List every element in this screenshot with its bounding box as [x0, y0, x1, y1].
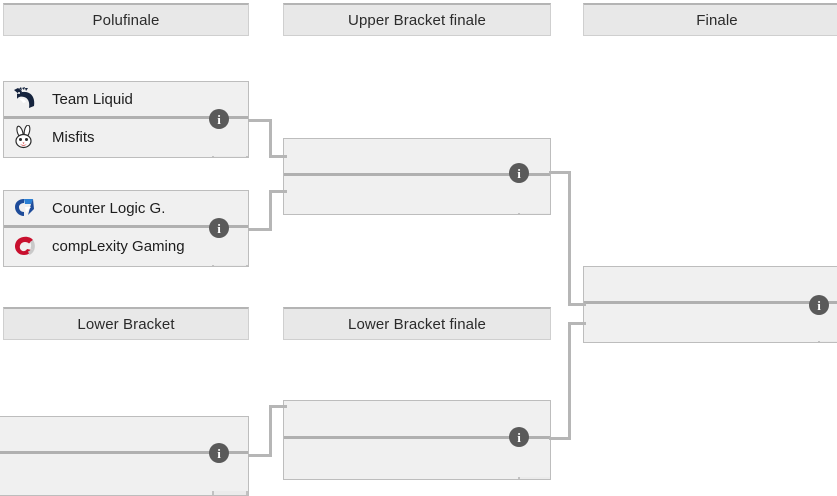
- misfits-logo: [7, 121, 43, 155]
- connector-sf2-out: [248, 228, 272, 231]
- match-row[interactable]: [584, 267, 837, 304]
- connector-sf1-out: [248, 119, 272, 122]
- connector-lbf-out: [549, 437, 571, 440]
- match-row[interactable]: [0, 417, 248, 454]
- connector-lbf-in: [568, 322, 586, 325]
- info-icon-label: i: [217, 445, 221, 461]
- complexity-gaming-logo: [7, 230, 43, 264]
- match-row[interactable]: Misfits: [4, 119, 248, 156]
- match-info-icon[interactable]: i: [209, 109, 229, 129]
- match-semifinal-2[interactable]: Counter Logic G. compLexity Gaming: [3, 190, 249, 267]
- connector-lb-vertical: [269, 405, 272, 457]
- upper-bracket-final-header[interactable]: Upper Bracket finale: [283, 3, 551, 36]
- match-row[interactable]: [584, 304, 837, 341]
- info-icon-label: i: [817, 297, 821, 313]
- team-name: Misfits: [52, 129, 95, 146]
- lower-bracket-header[interactable]: Lower Bracket: [3, 307, 249, 340]
- counter-logic-gaming-logo: [7, 191, 43, 225]
- match-info-icon[interactable]: i: [209, 443, 229, 463]
- connector-lb-out: [248, 454, 272, 457]
- match-row[interactable]: compLexity Gaming: [4, 228, 248, 265]
- connector-lb-in: [269, 405, 287, 408]
- connector-sf2-vertical: [269, 190, 272, 231]
- match-grand-final[interactable]: [583, 266, 837, 343]
- team-name: Team Liquid: [52, 90, 133, 108]
- team-name: Counter Logic G.: [52, 199, 166, 217]
- connector-ubf-out: [549, 171, 571, 174]
- match-info-icon[interactable]: i: [209, 218, 229, 238]
- semifinal-header[interactable]: Polufinale: [3, 3, 249, 36]
- match-info-icon[interactable]: i: [509, 427, 529, 447]
- match-row[interactable]: Team Liquid: [4, 82, 248, 119]
- connector-sf2-in: [269, 190, 287, 193]
- match-info-icon[interactable]: i: [809, 295, 829, 315]
- match-semifinal-1[interactable]: Team Liquid Misfits: [3, 81, 249, 158]
- connector-sf1-vertical: [269, 119, 272, 158]
- connector-ubf-in: [568, 303, 586, 306]
- lower-bracket-final-header[interactable]: Lower Bracket finale: [283, 307, 551, 340]
- lower-bracket-header-label: Lower Bracket: [77, 315, 175, 333]
- connector-lbf-vertical: [568, 322, 571, 440]
- connector-ubf-vertical: [568, 171, 571, 306]
- match-row[interactable]: [284, 176, 550, 213]
- match-lower-bracket-final[interactable]: [283, 400, 551, 480]
- match-row[interactable]: [284, 439, 550, 477]
- lower-bracket-final-header-label: Lower Bracket finale: [348, 315, 486, 333]
- upper-bracket-final-header-label: Upper Bracket finale: [348, 11, 486, 29]
- match-lower-bracket[interactable]: [0, 416, 249, 496]
- connector-sf1-in: [269, 155, 287, 158]
- match-row[interactable]: [284, 139, 550, 176]
- info-icon-label: i: [517, 165, 521, 181]
- team-name: compLexity Gaming: [52, 238, 185, 255]
- info-icon-label: i: [217, 220, 221, 236]
- info-icon-label: i: [517, 429, 521, 445]
- team-liquid-logo: [7, 82, 43, 116]
- match-row[interactable]: [284, 401, 550, 439]
- grand-final-header[interactable]: Finale: [583, 3, 837, 36]
- match-info-icon[interactable]: i: [509, 163, 529, 183]
- grand-final-header-label: Finale: [696, 11, 738, 29]
- match-row[interactable]: [0, 454, 248, 491]
- info-icon-label: i: [217, 111, 221, 127]
- semifinal-header-label: Polufinale: [92, 11, 160, 29]
- match-row[interactable]: Counter Logic G.: [4, 191, 248, 228]
